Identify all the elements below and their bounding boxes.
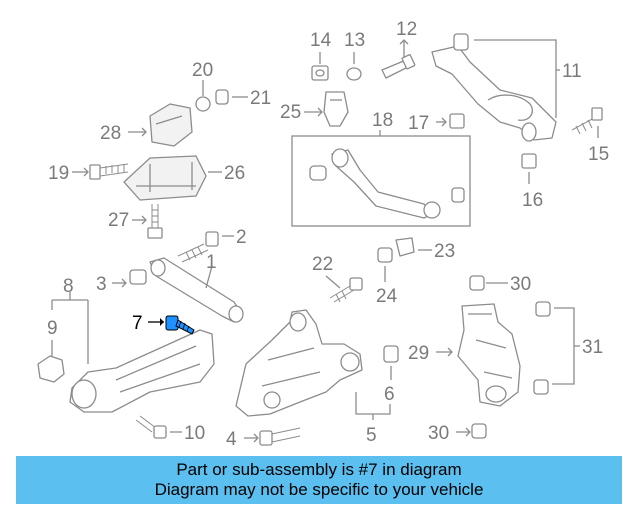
callout-4: 4 bbox=[226, 429, 237, 450]
callout-5: 5 bbox=[366, 425, 377, 446]
callout-25: 25 bbox=[280, 102, 301, 123]
callout-7: 7 bbox=[132, 313, 143, 334]
bushing-6 bbox=[383, 345, 399, 363]
bolt-19 bbox=[72, 163, 129, 180]
knuckle bbox=[235, 309, 363, 417]
callout-27: 27 bbox=[108, 210, 129, 231]
bushing-28 bbox=[149, 103, 193, 147]
bolt-22 bbox=[325, 275, 363, 303]
nut-13 bbox=[346, 67, 362, 81]
callout-29: 29 bbox=[408, 343, 429, 364]
bolts-31 bbox=[533, 301, 580, 395]
callout-6: 6 bbox=[384, 384, 395, 405]
nut-3 bbox=[129, 269, 147, 285]
info-banner: Part or sub-assembly is #7 in diagram Di… bbox=[16, 456, 622, 504]
hub-carrier-29 bbox=[457, 303, 521, 407]
callout-30-upper: 30 bbox=[510, 274, 531, 295]
bolt-17 bbox=[436, 113, 465, 129]
nut-21 bbox=[215, 89, 229, 105]
bolt-10 bbox=[135, 415, 182, 439]
bolt-30-upper bbox=[469, 275, 508, 291]
callout-19: 19 bbox=[48, 163, 69, 184]
callout-15: 15 bbox=[588, 144, 609, 165]
callout-12: 12 bbox=[396, 19, 417, 40]
clip-23 bbox=[395, 237, 415, 257]
callout-11: 11 bbox=[562, 61, 582, 82]
callout-16: 16 bbox=[522, 190, 543, 211]
upper-control-arm-11 bbox=[431, 33, 560, 142]
lateral-link-18 bbox=[309, 148, 465, 219]
callout-13: 13 bbox=[344, 30, 365, 51]
banner-line-2: Diagram may not be specific to your vehi… bbox=[154, 480, 484, 499]
bolt-30-lower bbox=[456, 423, 487, 439]
bolt-12 bbox=[381, 39, 416, 79]
bolt-7 bbox=[148, 315, 195, 335]
callout-30-lower: 30 bbox=[428, 423, 449, 444]
bolt-15 bbox=[571, 107, 603, 138]
callout-22: 22 bbox=[312, 254, 333, 275]
callout-2: 2 bbox=[236, 227, 247, 248]
bolt-27 bbox=[132, 204, 163, 239]
bracket-25 bbox=[323, 91, 349, 127]
bolt-4 bbox=[244, 427, 301, 446]
callout-9: 9 bbox=[47, 318, 58, 339]
nut-14 bbox=[311, 65, 329, 81]
callout-10: 10 bbox=[184, 423, 205, 444]
link-1 bbox=[149, 257, 244, 323]
cap-9 bbox=[37, 355, 65, 383]
bolt-2 bbox=[177, 231, 234, 263]
nut-16 bbox=[521, 153, 537, 184]
callout-23: 23 bbox=[434, 241, 455, 262]
mount-26 bbox=[123, 155, 207, 201]
callout-8: 8 bbox=[63, 276, 74, 297]
callout-31: 31 bbox=[582, 337, 603, 358]
callout-28: 28 bbox=[100, 123, 121, 144]
callout-14: 14 bbox=[310, 30, 332, 51]
link-box-18 bbox=[291, 135, 471, 227]
callout-26: 26 bbox=[224, 163, 245, 184]
nut-24 bbox=[377, 247, 393, 263]
callout-24: 24 bbox=[376, 286, 398, 307]
callout-18: 18 bbox=[372, 110, 393, 131]
callout-21: 21 bbox=[250, 88, 271, 109]
trailing-arm-8 bbox=[69, 329, 215, 413]
callout-20: 20 bbox=[192, 60, 213, 81]
callout-1: 1 bbox=[206, 252, 217, 273]
washer-20 bbox=[195, 96, 211, 112]
parts-diagram: 11 12 13 14 25 18 17 bbox=[37, 19, 609, 450]
banner-line-1: Part or sub-assembly is #7 in diagram bbox=[176, 460, 462, 479]
callout-3: 3 bbox=[96, 274, 107, 295]
callout-17: 17 bbox=[408, 113, 429, 134]
